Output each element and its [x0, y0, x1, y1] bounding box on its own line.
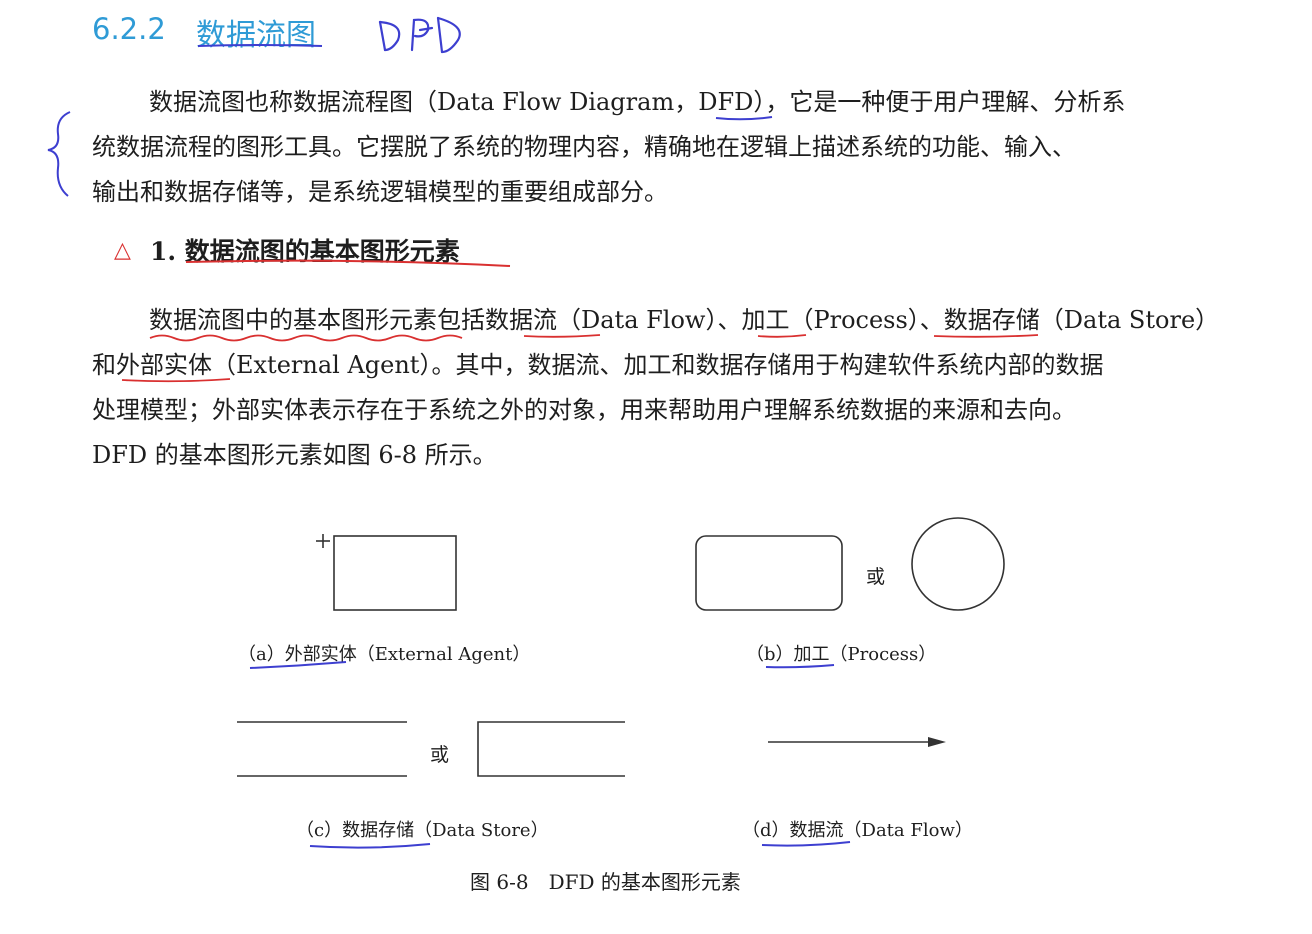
data-store-or-label: 或 — [430, 744, 450, 766]
paragraph-intro: 数据流图也称数据流程图（Data Flow Diagram，DFD），它是一种便… — [92, 80, 1125, 215]
paragraph-intro-line-2: 统数据流程的图形工具。它摆脱了系统的物理内容，精确地在逻辑上描述系统的功能、输入… — [92, 133, 1076, 161]
term-underline-external-agent — [121, 378, 231, 383]
caption-c-underline — [309, 843, 431, 849]
section-number: 6.2.2 — [92, 12, 166, 46]
paragraph-elements-line-3: 处理模型；外部实体表示存在于系统之外的对象，用来帮助用户理解系统数据的来源和去向… — [92, 396, 1076, 424]
external-agent-shape — [316, 534, 457, 611]
term-underline-data-flow — [523, 334, 601, 338]
paragraph-elements: 数据流图中的基本图形元素包括数据流（Data Flow）、加工（Process）… — [92, 298, 1219, 478]
term-underline-data-store — [933, 334, 1039, 338]
paragraph-intro-line-3: 输出和数据存储等，是系统逻辑模型的重要组成部分。 — [92, 178, 668, 206]
heading-underline — [197, 44, 323, 47]
handwritten-brace — [47, 111, 71, 197]
term-underline-wavy — [149, 334, 463, 342]
caption-d-underline — [761, 841, 851, 847]
process-circle — [911, 517, 1005, 611]
handwritten-dfd-note — [378, 16, 461, 54]
paragraph-elements-line-2: 和外部实体（External Agent）。其中，数据流、加工和数据存储用于构建… — [92, 351, 1104, 379]
caption-c: （c）数据存储（Data Store） — [296, 820, 549, 841]
paragraph-elements-line-4: DFD 的基本图形元素如图 6-8 所示。 — [92, 441, 497, 469]
subsection-underline — [185, 259, 511, 267]
section-title: 数据流图 — [196, 18, 316, 53]
caption-a-underline — [249, 661, 347, 669]
process-rounded-rect — [695, 535, 843, 611]
paragraph-elements-line-1: 数据流图中的基本图形元素包括数据流（Data Flow）、加工（Process）… — [149, 306, 1220, 334]
caption-b-underline — [765, 664, 835, 669]
caption-a: （a）外部实体（External Agent） — [238, 644, 531, 665]
dfd-underline — [715, 116, 773, 121]
figure-caption: 图 6-8 DFD 的基本图形元素 — [470, 870, 741, 894]
data-flow-arrowhead — [928, 737, 946, 747]
data-store-shape — [237, 721, 625, 777]
term-underline-process — [757, 334, 807, 338]
caption-b: （b）加工（Process） — [746, 644, 937, 665]
paragraph-intro-line-1: 数据流图也称数据流程图（Data Flow Diagram，DFD），它是一种便… — [149, 88, 1126, 116]
process-or-label: 或 — [866, 566, 886, 588]
handwritten-triangle-mark: △ — [114, 238, 131, 263]
caption-d: （d）数据流（Data Flow） — [742, 820, 973, 841]
